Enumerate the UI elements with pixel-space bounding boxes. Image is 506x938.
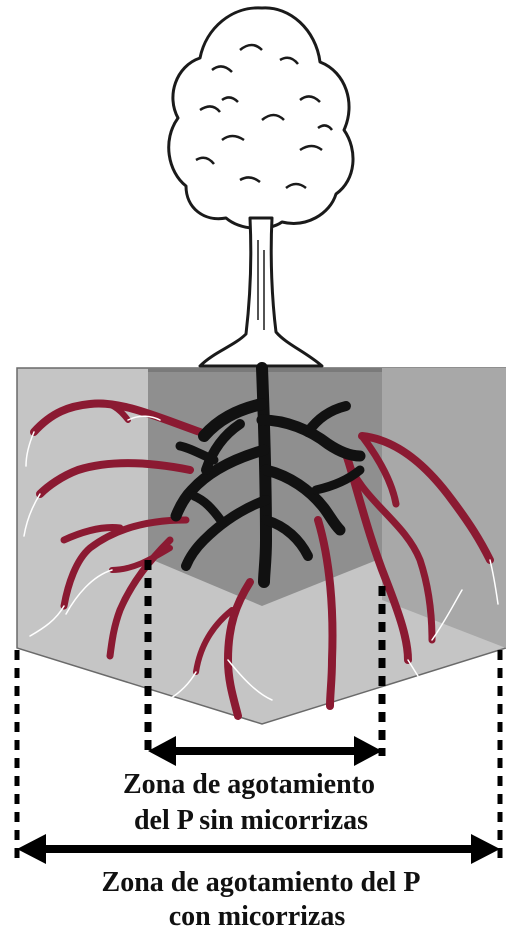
outer-zone-label-line2: con micorrizas bbox=[4, 900, 506, 934]
tree-crown bbox=[169, 8, 353, 229]
inner-zone-label-line1: Zona de agotamiento bbox=[0, 768, 502, 802]
inner-zone-arrow bbox=[148, 736, 382, 766]
soil-side-panel bbox=[382, 368, 506, 648]
outer-zone-label-line1: Zona de agotamiento del P bbox=[8, 866, 506, 900]
inner-zone-label-line2: del P sin micorrizas bbox=[0, 804, 504, 838]
outer-zone-arrow bbox=[17, 834, 500, 864]
tree-trunk bbox=[200, 218, 322, 366]
